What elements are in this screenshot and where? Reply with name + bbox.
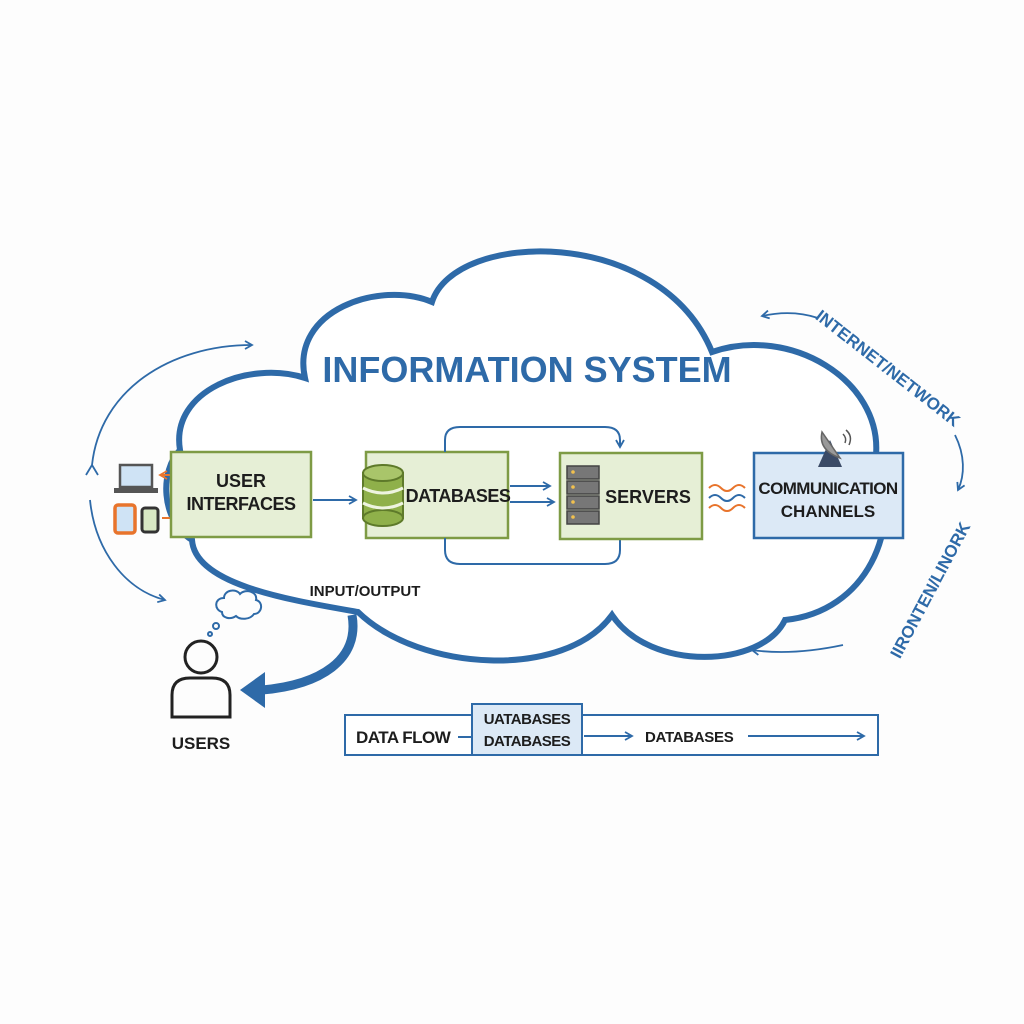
server-rack-icon (566, 465, 600, 525)
network-arrow-top (760, 309, 819, 320)
diagram-title: INFORMATION SYSTEM (322, 349, 731, 390)
user-interfaces-line2: INTERFACES (186, 494, 296, 514)
arrowhead (85, 464, 99, 476)
loop-line-bottom (444, 538, 621, 565)
user-icon (170, 639, 232, 719)
data-flow-bar: DATA FLOW UATABASES DATABASES DATABASES (344, 703, 879, 756)
loop-arrow-bottom-left (89, 499, 167, 604)
satellite-dish-icon (818, 429, 852, 467)
network-arrow-bottom (750, 644, 844, 656)
communication-line2: CHANNELS (781, 502, 875, 521)
loop-arrow-top (444, 426, 625, 452)
phone-icon (140, 506, 160, 534)
data-flow-box (471, 703, 583, 756)
communication-line1: COMMUNICATION (758, 479, 898, 498)
databases-box: DATABASES (362, 450, 511, 540)
data-flow-box-line1: UATABASES (484, 711, 571, 728)
tablet-icon (113, 503, 137, 535)
loop-arrow-top-left (91, 340, 254, 466)
data-flow-box-line2: DATABASES (484, 733, 571, 750)
user-interfaces-box: USER INTERFACES (169, 450, 313, 539)
thought-cloud-icon (207, 589, 262, 637)
data-flow-tail-label: DATABASES (645, 729, 734, 746)
input-output-arrowhead (240, 672, 265, 708)
servers-label: SERVERS (605, 487, 691, 507)
users-label: USERS (172, 734, 231, 753)
input-output-arrow (261, 614, 358, 695)
database-icon (362, 464, 404, 527)
databases-label: DATABASES (406, 486, 511, 506)
internet-network-label-mirrored: IIRONTEN/LINORK (887, 518, 975, 661)
wave-signal-icon (708, 484, 746, 512)
laptop-icon (114, 463, 158, 493)
input-output-label: INPUT/OUTPUT (310, 583, 421, 600)
network-arrow-right (954, 434, 966, 492)
servers-box: SERVERS (558, 451, 704, 541)
user-interfaces-line1: USER (216, 471, 266, 491)
data-flow-label: DATA FLOW (356, 728, 452, 747)
communication-channels-box: COMMUNICATION CHANNELS (752, 451, 905, 540)
